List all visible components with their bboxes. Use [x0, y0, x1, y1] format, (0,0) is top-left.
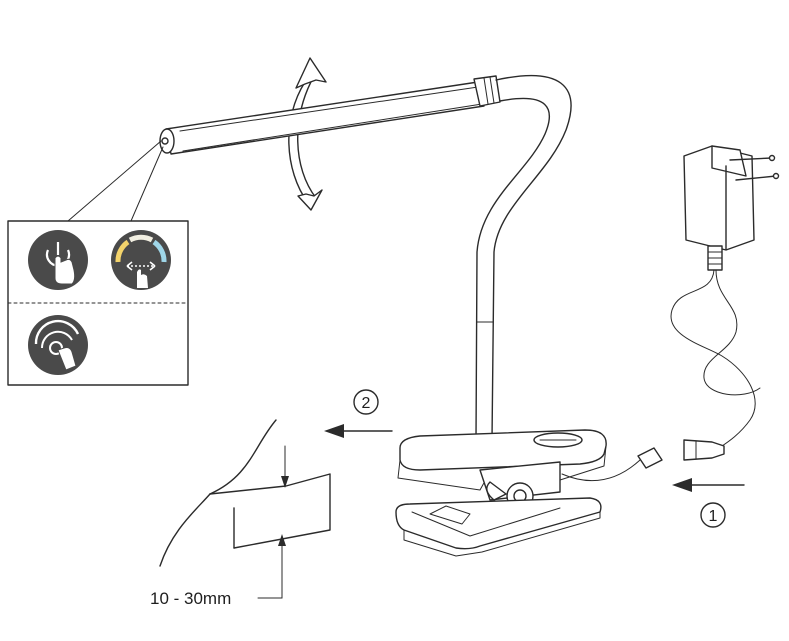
step-2-marker: 2: [353, 389, 379, 415]
step-2-label: 2: [362, 395, 371, 412]
power-cable: [670, 269, 761, 461]
arrow-step-1: [672, 478, 745, 492]
control-callout: [7, 140, 189, 386]
clamp-base: [395, 429, 663, 557]
arrow-step-2: [324, 424, 393, 438]
gooseneck-arm: [475, 75, 572, 441]
color-temperature-slide-icon: [111, 230, 171, 290]
touch-power-icon: [28, 230, 88, 290]
lamp-head: [159, 75, 501, 155]
thickness-label: 10 - 30mm: [150, 589, 231, 608]
dimming-touch-icon: [28, 315, 88, 375]
table-edge: [159, 419, 331, 599]
rotation-arrow: [288, 57, 327, 211]
step-1-marker: 1: [700, 502, 726, 528]
step-1-label: 1: [709, 508, 718, 525]
power-adapter: [683, 145, 780, 271]
